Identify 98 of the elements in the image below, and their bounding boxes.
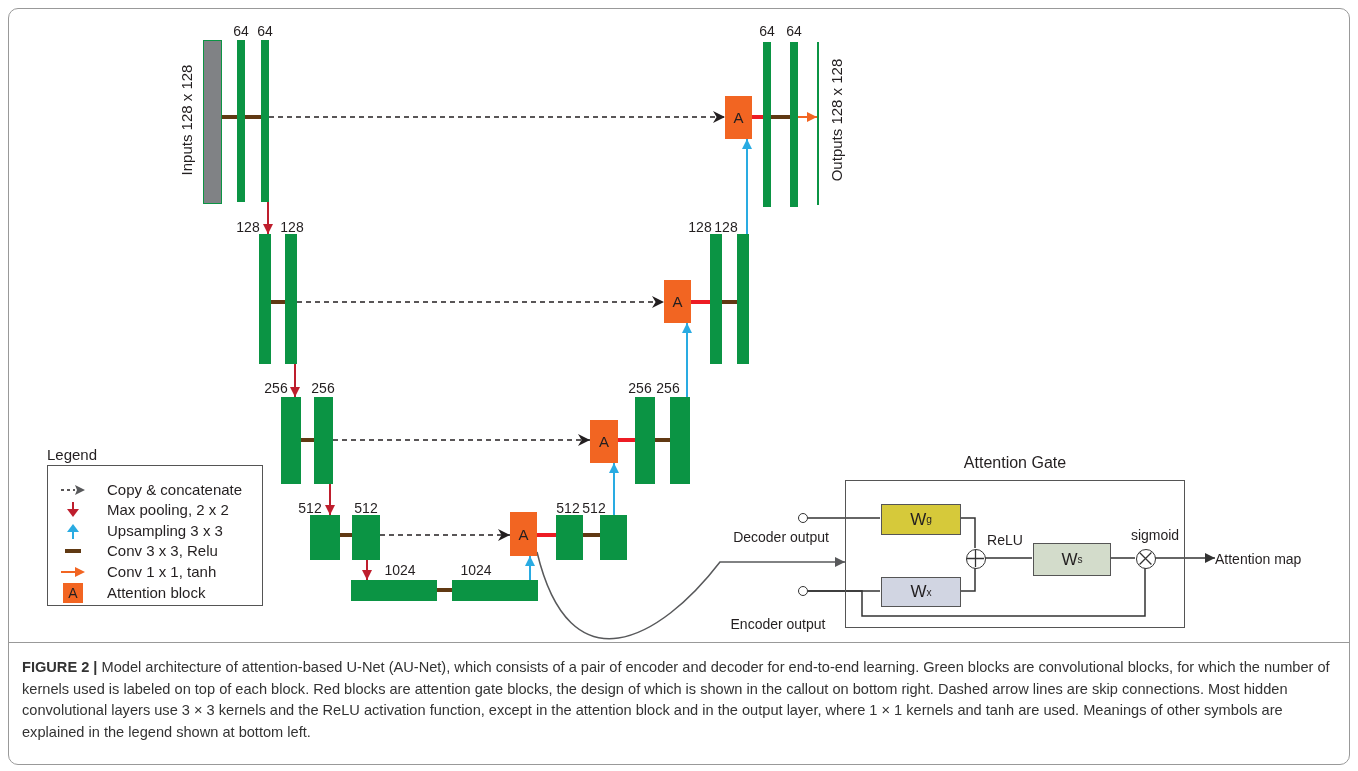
conv-block <box>763 42 771 207</box>
connector-line <box>537 533 556 537</box>
connector-line <box>222 115 237 119</box>
arrow <box>263 201 273 235</box>
skip-connection-arrow <box>332 434 591 446</box>
connector-line <box>655 438 670 442</box>
kernel-count: 1024 <box>384 563 416 577</box>
connector-line <box>807 567 1146 617</box>
connector-line <box>984 557 1033 559</box>
legend-text: Conv 3 x 3, Relu <box>107 542 218 560</box>
kernel-count: 1024 <box>460 563 492 577</box>
kernel-count: 512 <box>582 501 606 515</box>
caption-text: FIGURE 2 | Model architecture of attention-based U-Net (AU-Net), which consists of a pair of encoder and decoder for end-to-end learning. Green blocks are convolutional blocks, for which the number of kernels used is labeled on top of each block. Red blocks are attention gate blocks, the design of which is shown in the callout on bottom right. Dashed arrow lines are skip connections. Most hidden convolutional layers use 3 × 3 kernels and the ReLU activation function, except in the attention block and in the output layer, where 1 × 1 kernels and tanh are used. Meanings of other symbols are explained in the legend shown at bottom left. <box>22 658 1331 742</box>
kernel-count: 512 <box>354 501 378 515</box>
conv-block <box>790 42 798 207</box>
arrow <box>742 138 752 235</box>
attention-block: A <box>664 280 691 323</box>
kernel-count: 256 <box>311 381 335 395</box>
kernel-count: 64 <box>233 24 249 38</box>
conv-block <box>710 234 722 364</box>
skip-connection-arrow <box>379 529 511 541</box>
connector-line <box>959 517 976 549</box>
connector-line <box>437 588 452 592</box>
input-block <box>203 40 222 204</box>
swatch-letter: A <box>68 586 78 600</box>
connector-line <box>807 517 881 519</box>
arrow <box>536 551 846 639</box>
arrow <box>609 462 619 516</box>
legend-text: Conv 1 x 1, tanh <box>107 563 217 581</box>
legend-text: Upsampling 3 x 3 <box>107 522 223 540</box>
connector-line <box>271 300 285 304</box>
kernel-count: 128 <box>280 220 304 234</box>
activation-label: sigmoid <box>1130 528 1180 542</box>
conv-block <box>600 515 627 560</box>
kernel-count: 128 <box>714 220 738 234</box>
input-terminal <box>798 586 808 596</box>
connector-line <box>301 438 314 442</box>
connector-line <box>771 115 790 119</box>
conv-block <box>452 580 538 601</box>
skip-connection-arrow <box>268 111 726 123</box>
conv-block <box>285 234 297 364</box>
skip-connection-arrow <box>296 296 665 308</box>
arrow <box>797 112 818 122</box>
kernel-count: 512 <box>298 501 322 515</box>
arrow <box>362 559 372 581</box>
activation-label: ReLU <box>987 533 1023 547</box>
terminal-label: Decoder output <box>733 530 829 544</box>
conv-block <box>556 515 583 560</box>
addition-symbol <box>966 549 986 569</box>
input-terminal <box>798 513 808 523</box>
kernel-count: 64 <box>759 24 775 38</box>
legend-text: Max pooling, 2 x 2 <box>107 501 229 519</box>
connector-line <box>618 438 635 442</box>
terminal-label: Encoder output <box>730 617 826 631</box>
connector-line <box>752 115 763 119</box>
arrow <box>525 555 535 581</box>
attention-block: A <box>590 420 618 463</box>
kernel-count: 256 <box>264 381 288 395</box>
conv-block <box>635 397 655 484</box>
arrow <box>325 483 335 516</box>
connector-line <box>583 533 600 537</box>
conv-block <box>352 515 380 560</box>
connector-line <box>245 115 261 119</box>
arrow <box>682 322 692 398</box>
kernel-count: 128 <box>688 220 712 234</box>
attention-block: A <box>725 96 752 139</box>
connector-line <box>691 300 710 304</box>
arrow <box>290 363 300 398</box>
kernel-count: 64 <box>786 24 802 38</box>
input-size-label: Inputs 128 x 128 <box>178 64 194 176</box>
conv-block <box>259 234 271 364</box>
legend-title: Legend <box>47 446 98 463</box>
conv-block <box>314 397 333 484</box>
multiplication-symbol <box>1136 549 1156 569</box>
arrow <box>1154 553 1216 563</box>
connector-line <box>1109 557 1136 559</box>
connector-line <box>959 567 976 592</box>
conv-block <box>670 397 690 484</box>
panel-title: Attention Gate <box>962 454 1068 472</box>
conv-block <box>237 40 245 202</box>
output-line <box>817 42 819 205</box>
attention-block: A <box>510 512 537 556</box>
kernel-count: 128 <box>236 220 260 234</box>
kernel-count: 512 <box>556 501 580 515</box>
output-label: Attention map <box>1215 549 1325 569</box>
output-size-label: Outputs 128 x 128 <box>828 58 844 182</box>
kernel-count: 256 <box>628 381 652 395</box>
conv-block <box>310 515 340 560</box>
connector-line <box>340 533 352 537</box>
legend-text: Attention block <box>107 584 206 602</box>
conv-block <box>281 397 301 484</box>
conv-block <box>261 40 269 202</box>
connector-line <box>722 300 737 304</box>
kernel-count: 64 <box>257 24 273 38</box>
conv-block <box>351 580 437 601</box>
kernel-count: 256 <box>656 381 680 395</box>
conv-block <box>737 234 749 364</box>
legend-text: Copy & concatenate <box>107 481 243 499</box>
